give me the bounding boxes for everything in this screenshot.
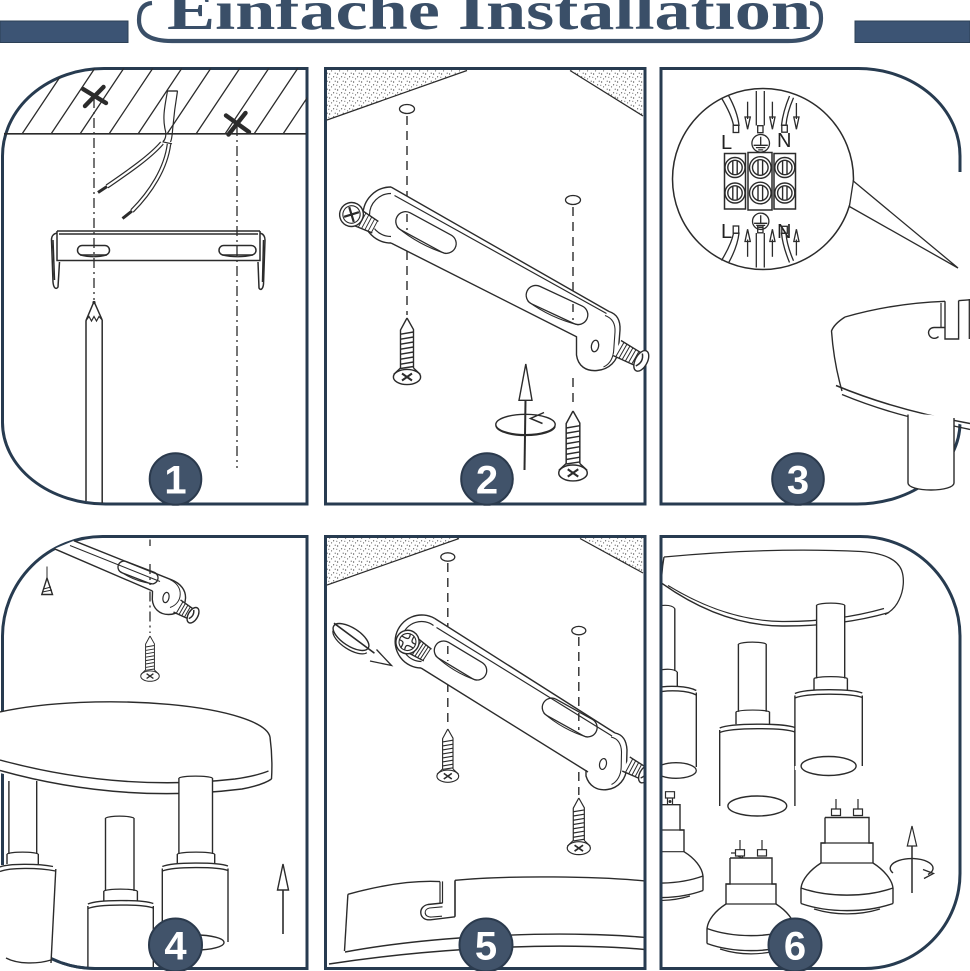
svg-text:L: L	[721, 132, 732, 154]
svg-text:N: N	[777, 221, 791, 243]
svg-text:3: 3	[787, 459, 809, 503]
svg-text:2: 2	[476, 459, 498, 503]
svg-text:N: N	[777, 130, 791, 152]
svg-text:4: 4	[164, 925, 187, 969]
svg-text:5: 5	[475, 925, 497, 969]
svg-text:Einfache Installation: Einfache Installation	[167, 0, 811, 41]
svg-text:6: 6	[784, 925, 806, 969]
svg-text:1: 1	[164, 459, 186, 503]
svg-text:L: L	[721, 221, 732, 243]
